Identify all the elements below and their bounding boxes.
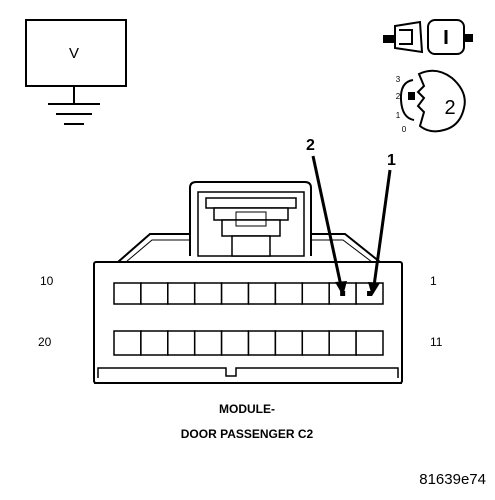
probe-point-1 (367, 291, 373, 296)
cavity-14 (274, 330, 304, 356)
cavity-13 (301, 330, 330, 356)
connector-title-line2: DOOR PASSENGER C2 (181, 427, 314, 441)
probe-callout-1: 1 (368, 152, 396, 296)
cavity-16 (220, 330, 250, 356)
pin-label-11: 11 (430, 335, 443, 349)
connector-body (93, 261, 403, 384)
ignition-position-1: 1 (396, 111, 401, 120)
cavity-4 (274, 282, 304, 305)
cavity-8 (167, 282, 196, 305)
ignition-position-0: 0 (402, 125, 407, 134)
cavity-18 (167, 330, 196, 356)
connector-face (93, 181, 403, 384)
cavity-6 (220, 282, 250, 305)
cavity-20 (113, 330, 142, 356)
cavity-10 (113, 282, 142, 305)
probe-callout-2: 2 (306, 137, 347, 296)
callout-label-2: 2 (306, 137, 315, 154)
ignition-position-2: 2 (396, 92, 401, 101)
cavity-rows (113, 282, 384, 356)
cavity-15 (247, 330, 277, 356)
callout-label-1: 1 (387, 152, 396, 169)
cavity-3 (301, 282, 330, 305)
ignition-switch-icon: 3 2 1 0 2 (396, 69, 466, 134)
meter-label: V (69, 45, 79, 62)
ignition-selected-position: 2 (444, 97, 455, 119)
cavity-12 (328, 330, 357, 356)
cavity-7 (193, 282, 223, 305)
connector-title-line1: MODULE- (219, 402, 275, 416)
cavity-11 (355, 330, 384, 356)
ignition-position-3: 3 (396, 75, 401, 84)
cavity-5 (247, 282, 277, 305)
pin-label-10: 10 (40, 274, 54, 288)
connector-plug-icon (383, 19, 473, 55)
voltmeter-icon: V (25, 19, 127, 125)
pin-label-20: 20 (38, 335, 52, 349)
cavity-19 (140, 330, 169, 356)
figure-id: 81639e74 (419, 471, 486, 488)
cavity-9 (140, 282, 169, 305)
pin-label-1: 1 (430, 274, 437, 288)
cavity-17 (193, 330, 223, 356)
